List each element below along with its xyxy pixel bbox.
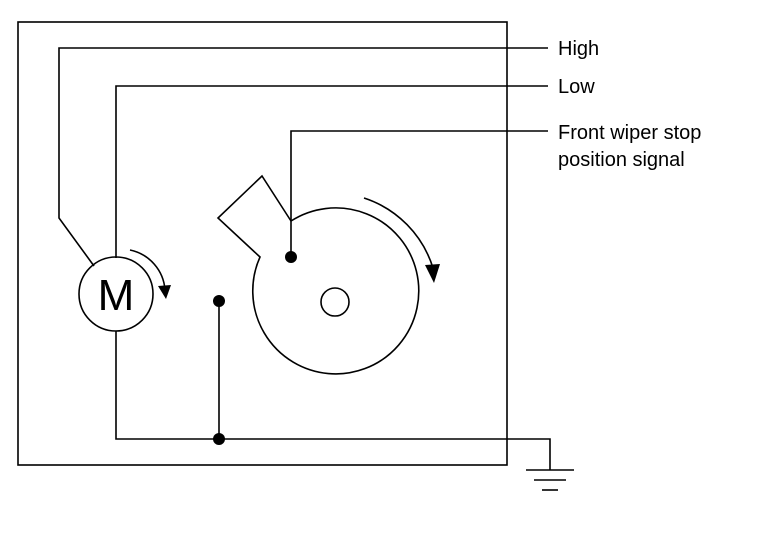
cam-contact-dot xyxy=(285,251,297,263)
high-wire xyxy=(58,47,548,267)
label-high: High xyxy=(558,38,599,60)
cam-rotation-arrow-icon xyxy=(363,197,440,283)
label-stop-signal-line1: Front wiper stop xyxy=(558,122,701,144)
cam-switch xyxy=(216,174,420,375)
motor-rotation-arrow-icon xyxy=(129,249,171,299)
label-low: Low xyxy=(558,76,595,98)
motor-ground-wire xyxy=(115,331,551,470)
stop-signal-wire xyxy=(290,130,548,257)
label-stop-signal-line2: position signal xyxy=(558,149,685,171)
motor-letter: M xyxy=(98,271,135,320)
switch-contact-dot xyxy=(213,295,225,307)
cam-center-hole xyxy=(320,287,350,317)
ground-icon xyxy=(526,469,574,491)
junction-dot xyxy=(213,433,225,445)
low-wire xyxy=(115,85,548,258)
motor-housing xyxy=(17,21,508,466)
motor-symbol: M xyxy=(78,256,154,332)
